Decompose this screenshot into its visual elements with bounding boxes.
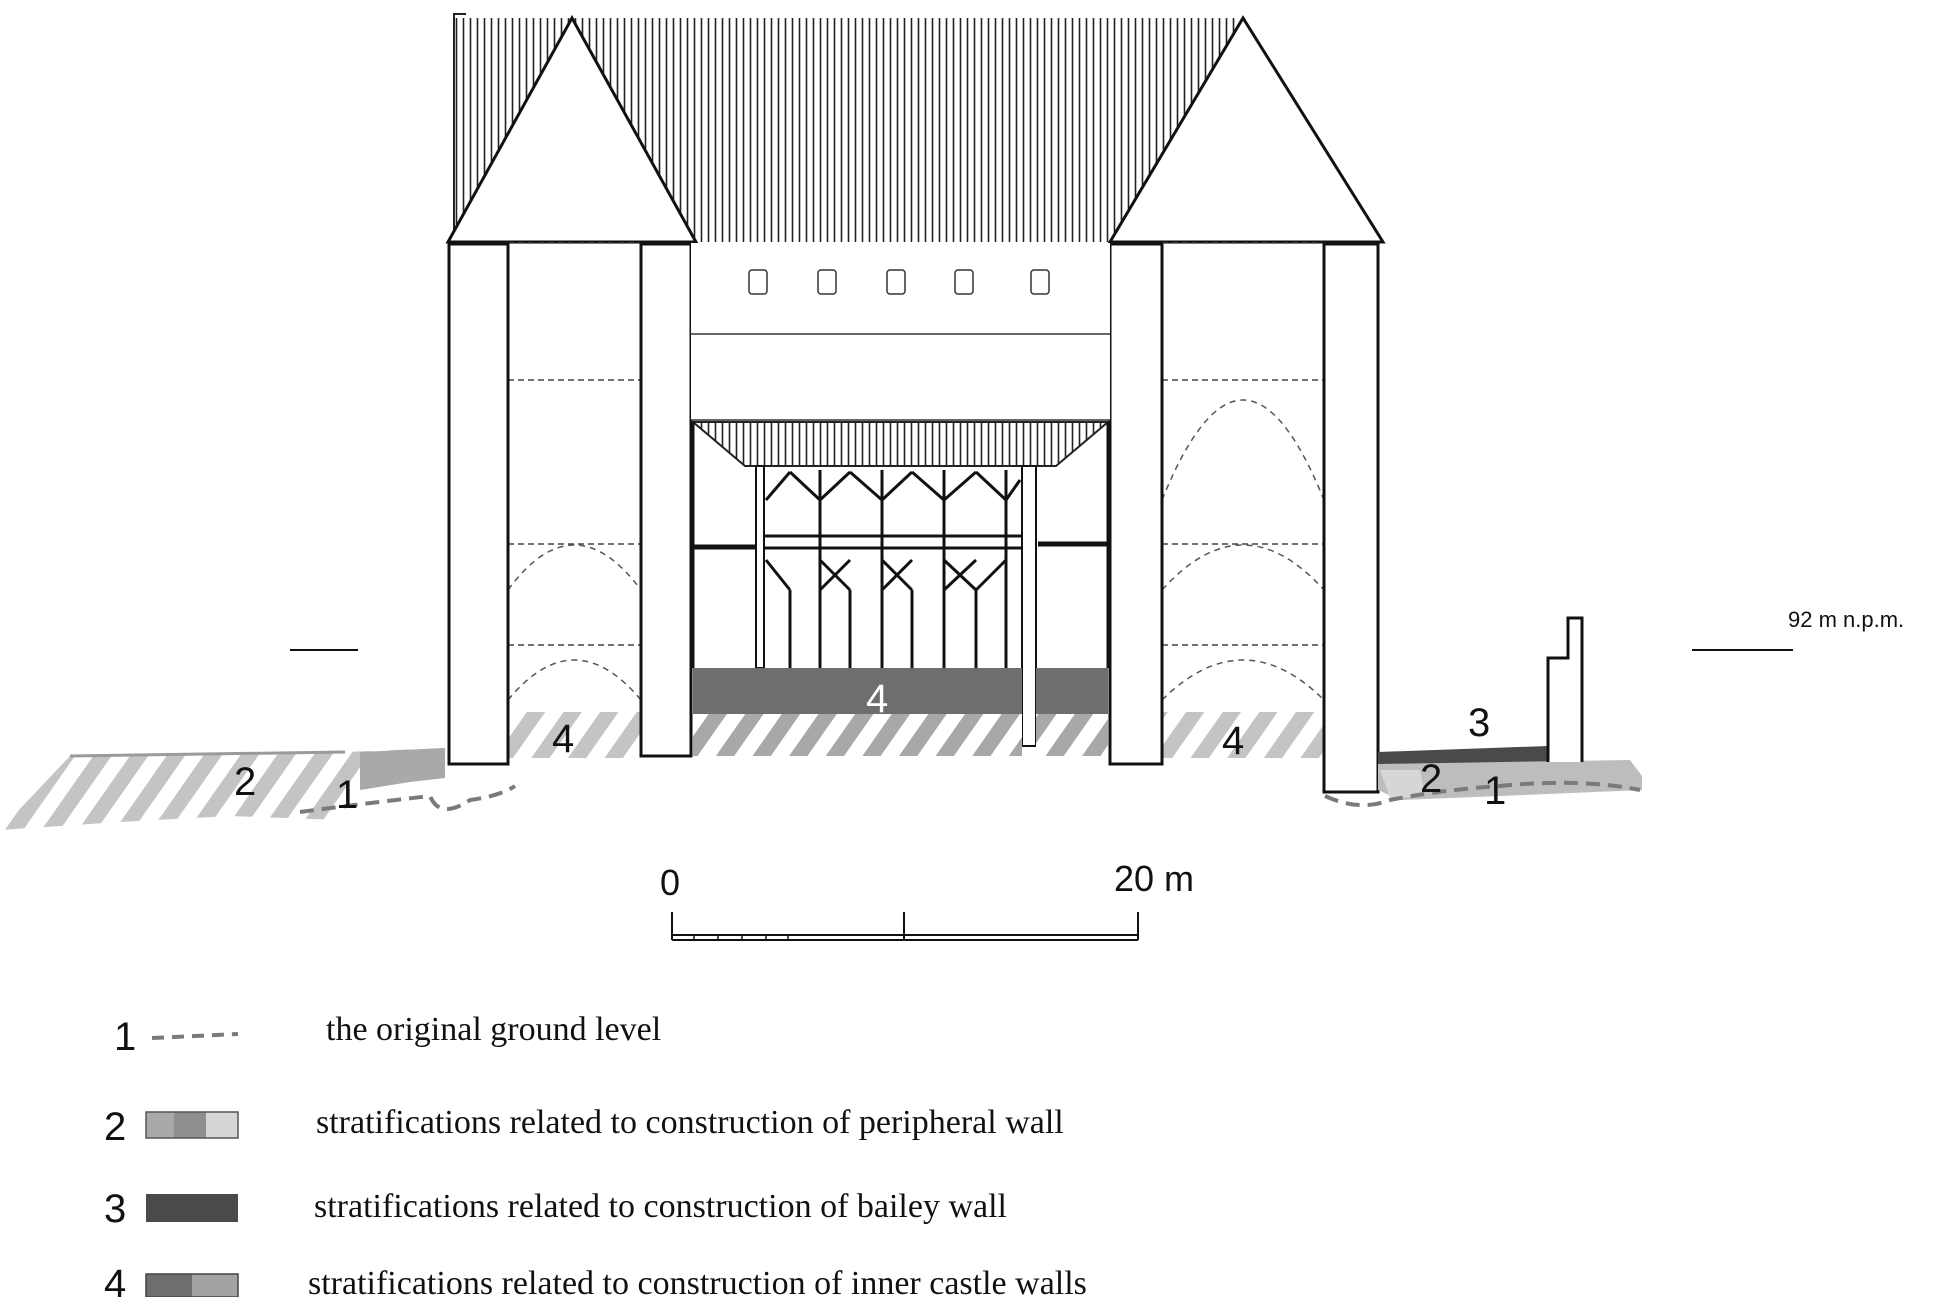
- legend-text: stratifications related to construction …: [308, 1265, 1087, 1297]
- marker-2-right: 2: [1420, 757, 1442, 801]
- central-building: [690, 243, 1111, 756]
- legend-swatch-three-tone: [145, 1111, 239, 1139]
- right-tower: [1108, 242, 1380, 794]
- legend-text: stratifications related to construction …: [314, 1188, 1007, 1225]
- legend-number: 4: [104, 1262, 126, 1297]
- right-tower-spire: [1107, 15, 1386, 244]
- right-stratifications: [1378, 616, 1642, 800]
- scale-start-label: 0: [660, 862, 680, 903]
- window: [954, 269, 974, 295]
- marker-2-left: 2: [234, 760, 256, 804]
- marker-1-right: 1: [1484, 769, 1506, 813]
- window: [748, 269, 768, 295]
- legend-swatch-solid: [146, 1194, 238, 1222]
- legend-text: the original ground level: [326, 1011, 661, 1048]
- legend-item: 4 stratifications related to constructio…: [104, 1262, 1087, 1297]
- window: [886, 269, 906, 295]
- marker-3-right: 3: [1468, 701, 1490, 745]
- original-ground-line-right: [1324, 780, 1641, 808]
- legend-swatch-two-tone: [145, 1273, 239, 1297]
- legend-item: 1 the original ground level: [114, 1011, 661, 1059]
- legend-text: stratifications related to construction …: [316, 1104, 1064, 1141]
- marker-1-left: 1: [336, 773, 358, 817]
- legend-number: 1: [114, 1015, 136, 1059]
- scale-end-label: 20 m: [1114, 858, 1194, 899]
- window: [817, 269, 837, 295]
- left-peripheral-stratification: [0, 748, 445, 830]
- legend-swatch-dashed-line: [151, 1032, 239, 1040]
- original-ground-line-left: [299, 784, 517, 814]
- left-tower: [447, 242, 693, 766]
- legend-number: 3: [104, 1187, 126, 1231]
- marker-4-left-tower: 4: [552, 717, 574, 761]
- scale-bar: 0 20 m: [660, 858, 1194, 941]
- legend-item: 2 stratifications related to constructio…: [104, 1104, 1064, 1149]
- legend-item: 3 stratifications related to constructio…: [104, 1187, 1007, 1231]
- legend: 1 the original ground level 2 stratifica…: [104, 1011, 1087, 1297]
- elevation-label: 92 m n.p.m.: [1788, 607, 1904, 632]
- window: [1030, 269, 1050, 295]
- marker-4-center: 4: [866, 677, 888, 721]
- marker-4-right-tower: 4: [1222, 719, 1244, 763]
- legend-number: 2: [104, 1105, 126, 1149]
- left-tower-spire: [445, 14, 699, 244]
